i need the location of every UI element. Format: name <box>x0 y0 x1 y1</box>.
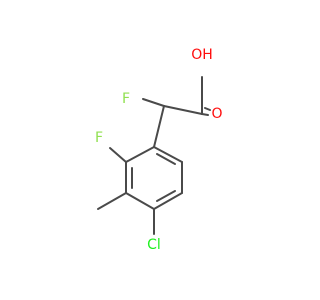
bond-cooh-o-double-a <box>201 113 209 116</box>
bond-ring-f <box>109 147 127 163</box>
structure-diagram: OH O F F Cl <box>95 47 223 253</box>
bond-ring-inner-c <box>156 153 176 165</box>
atom-alpha-fluorine-label: F <box>122 91 130 107</box>
bond-alpha-cooh <box>163 105 203 115</box>
molecule-canvas: OH O F F Cl <box>94 47 223 253</box>
atom-chlorine-label: Cl <box>147 237 161 253</box>
atom-hydroxyl-label: OH <box>191 47 213 63</box>
bond-cooh-o-double-b <box>204 107 211 111</box>
atom-labels: OH O F F Cl <box>95 47 223 253</box>
bond-ring-c6-c1 <box>153 146 183 163</box>
atom-ring-fluorine-label: F <box>95 130 103 146</box>
bond-ring-c4-c5 <box>153 192 183 210</box>
bond-ring-c1-c2 <box>125 146 155 163</box>
bonds <box>97 76 211 235</box>
atom-carbonyl-oxygen-label: O <box>211 106 222 122</box>
bond-ring-methyl <box>97 192 127 210</box>
bond-alpha-f <box>142 98 165 107</box>
bond-alpha-ring <box>153 105 165 148</box>
bond-ring-c3-c4 <box>125 192 155 210</box>
bond-ring-inner-b <box>156 190 176 202</box>
